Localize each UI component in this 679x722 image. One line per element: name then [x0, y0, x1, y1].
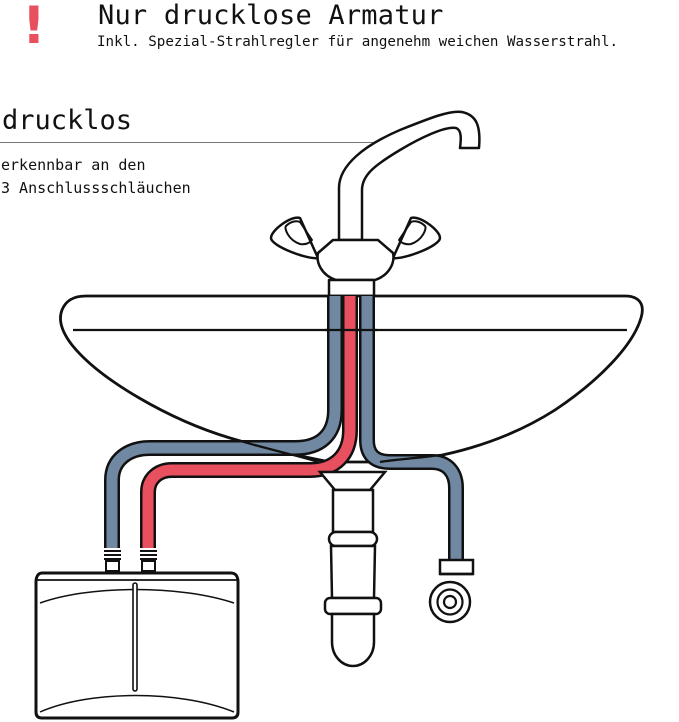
page-subtitle: Inkl. Spezial-Strahlregler für angenehm …: [97, 34, 619, 50]
water-heater-icon: [34, 571, 240, 720]
hose-connectors: [104, 550, 157, 572]
drain-trap-icon: [317, 470, 388, 668]
callout-line-1: erkennbar an den: [1, 156, 146, 174]
hose-bundle: [104, 296, 464, 560]
callout-leader-line: [0, 142, 362, 143]
page-title: Nur drucklose Armatur: [98, 0, 444, 31]
callout-line-2: 3 Anschlussschläuchen: [1, 179, 191, 197]
angle-valve-icon: [428, 558, 475, 624]
warning-exclamation-icon: !: [22, 0, 46, 56]
faucet-icon: [269, 110, 481, 298]
callout-heading: drucklos: [2, 105, 133, 136]
callout-description: erkennbar an den 3 Anschlussschläuchen: [1, 154, 191, 200]
